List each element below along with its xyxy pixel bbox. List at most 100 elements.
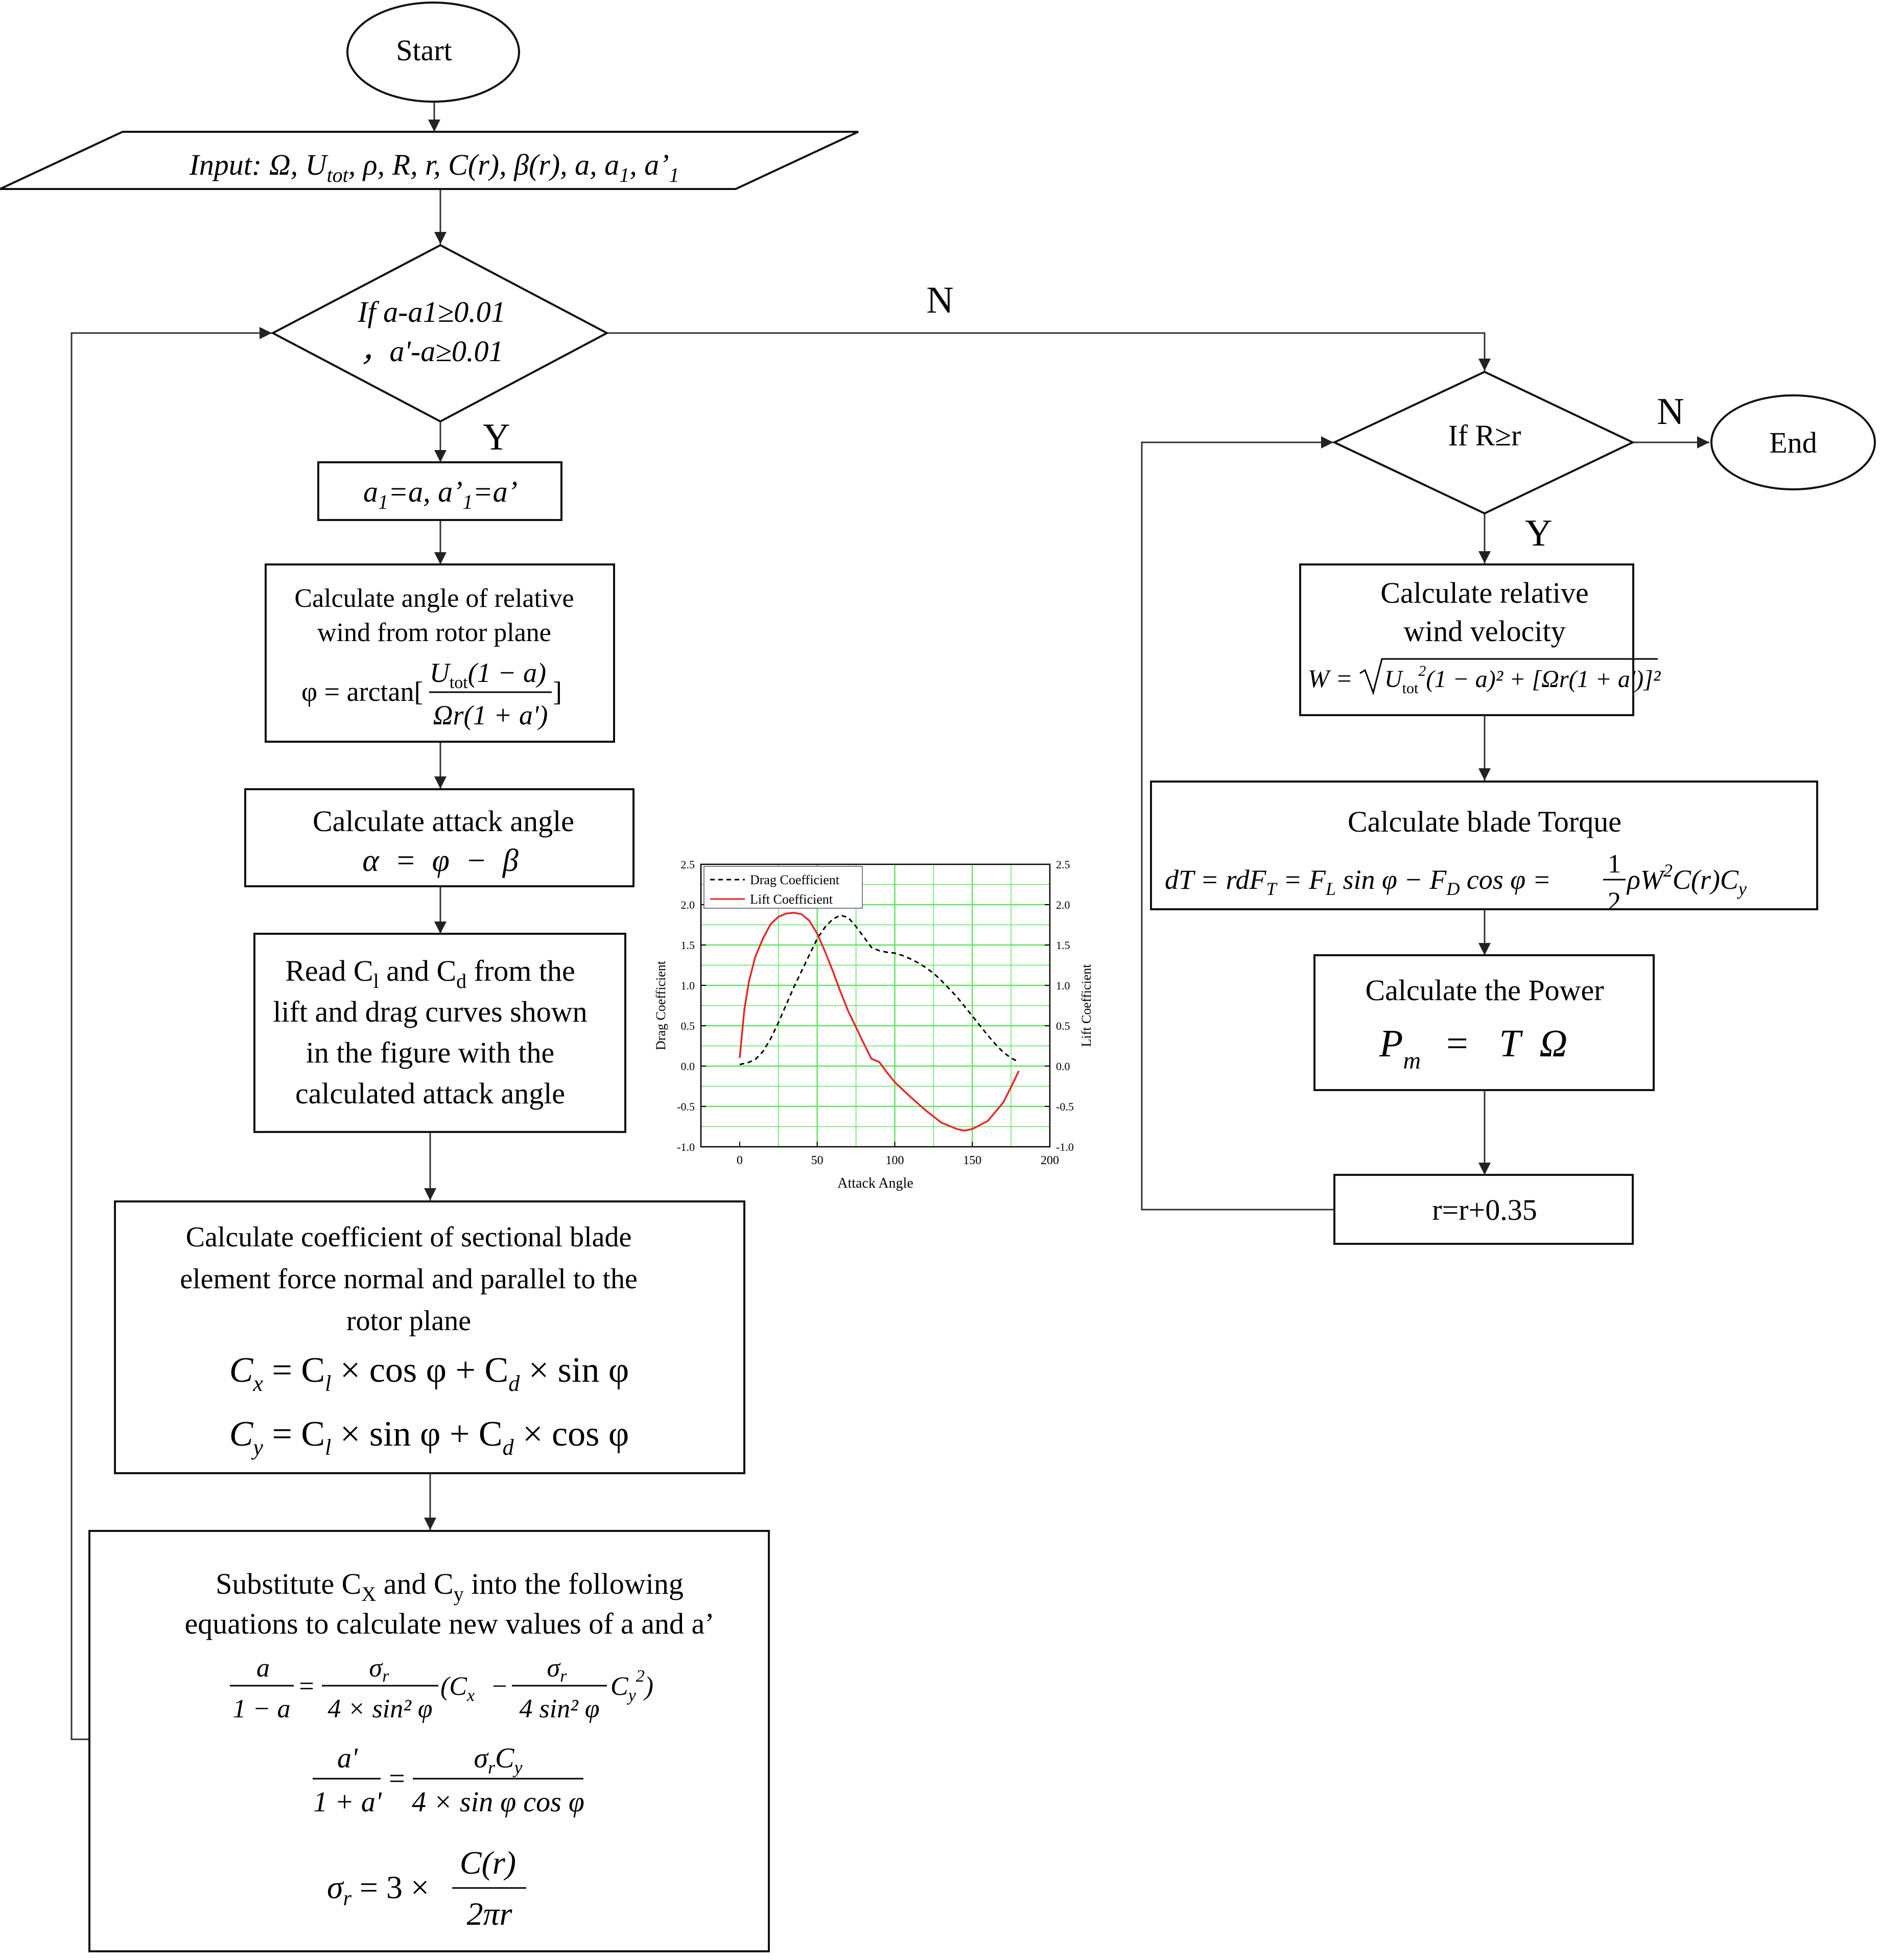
phi-box-shape	[265, 563, 615, 743]
w-formula-lhs: W =	[1308, 664, 1353, 693]
eq1-minus: −	[492, 1672, 507, 1701]
chart-legend-label: Drag Coefficient	[750, 872, 840, 887]
end-label: End	[1769, 426, 1817, 459]
power-formula: Pm= T Ω	[1379, 1022, 1567, 1074]
chart-frame	[700, 863, 1051, 1148]
sub-box-shape	[88, 1530, 770, 1952]
eq2-rhs-num: σrCy	[474, 1742, 523, 1778]
attack-formula: α = φ − β	[362, 843, 519, 878]
equation-1: a 1 − a = σr 4 × sin² φ (Cx − σr 4 sin² …	[230, 1654, 653, 1723]
torque-box-shape	[1150, 781, 1818, 910]
chart-y2-axis-label: Lift Coefficient	[1079, 964, 1094, 1047]
torque-half-den: 2	[1608, 887, 1621, 916]
chart-y-tick-label: 1.0	[681, 979, 695, 992]
equation-3: σr = 3 × C(r) 2πr	[327, 1845, 526, 1932]
attack-title: Calculate attack angle	[313, 805, 574, 838]
increment-box-shape	[1333, 1174, 1634, 1245]
chart-series-drag-coefficient	[739, 914, 1019, 1066]
chart-y2-tick-label: 2.0	[1056, 899, 1070, 911]
decision2-yes-label: Y	[1525, 512, 1552, 554]
eq1-f1-den: 4 × sin² φ	[327, 1694, 432, 1723]
eq3-lhs: σr = 3 ×	[327, 1869, 429, 1910]
coef-line2: element force normal and parallel to the	[180, 1263, 638, 1295]
sub-line1: Substitute CX and Cy into the following	[216, 1567, 684, 1605]
input-parallelogram-shape	[0, 131, 859, 190]
eq1-tail: Cy2)	[610, 1667, 653, 1705]
decision1-no-label: N	[926, 279, 953, 321]
chart-y2-tick-label: 2.5	[1056, 858, 1070, 871]
chart-series-lift-coefficient	[739, 912, 1020, 1132]
chart-y-tick-label: 2.0	[681, 899, 695, 911]
attack-box-shape	[244, 788, 635, 887]
chart-x-tick-label: 200	[1041, 1154, 1059, 1167]
w-title-line1: Calculate relative	[1380, 576, 1588, 609]
w-title-line2: wind velocity	[1403, 615, 1565, 648]
w-formula: W = Utot2(1 − a)² + [Ωr(1 + a')]²	[1308, 658, 1661, 697]
decision1-line2: ，a'-a≥0.01	[360, 335, 503, 368]
eq2-rhs-den: 4 × sin φ cos φ	[412, 1786, 584, 1818]
w-box-shape	[1299, 563, 1634, 716]
eq1-paren-open: (Cx	[440, 1672, 475, 1705]
connectors	[70, 102, 1709, 1740]
equation-2: a' 1 + a' = σrCy 4 × sin φ cos φ	[313, 1742, 584, 1818]
eq1-lhs-num: a	[256, 1654, 270, 1683]
chart-x-tick-label: 150	[963, 1154, 981, 1167]
eq1-f2-den: 4 sin² φ	[519, 1694, 599, 1723]
chart-y2-tick-label: 1.5	[1056, 939, 1070, 952]
chart-y2-tick-label: 0.5	[1056, 1020, 1070, 1032]
start-terminal-shape	[346, 2, 520, 103]
arrow-decision1-no	[607, 332, 1491, 371]
chart-y-tick-label: 0.0	[681, 1060, 695, 1073]
decision1-yes-label: Y	[483, 416, 510, 458]
eq1-f1-num: σr	[369, 1654, 390, 1686]
chart-y-tick-label: 2.5	[681, 858, 695, 871]
coef-line3: rotor plane	[346, 1305, 471, 1337]
eq2-lhs-den: 1 + a'	[313, 1786, 382, 1818]
assign-label: a1=a, a’1=a’	[363, 475, 518, 513]
w-formula-body: Utot2(1 − a)² + [Ωr(1 + a')]²	[1384, 663, 1661, 697]
eq2-lhs-num: a'	[337, 1742, 358, 1774]
chart-x-tick-label: 50	[811, 1154, 824, 1167]
coef-line1: Calculate coefficient of sectional blade	[186, 1221, 632, 1253]
chart-y2-tick-label: 0.0	[1056, 1060, 1070, 1073]
phi-formula: φ = arctan[ Utot(1 − a) Ωr(1 + a') ]	[301, 657, 562, 730]
end-terminal-shape	[1710, 394, 1876, 490]
decision2-diamond-shape	[1332, 370, 1635, 515]
read-line3: in the figure with the	[306, 1036, 554, 1069]
chart-y-axis-label: Drag Coefficient	[653, 960, 668, 1050]
read-line4: calculated attack angle	[295, 1077, 565, 1110]
eq2-equals: =	[389, 1763, 405, 1794]
read-line1: Read Cl and Cd from the	[285, 954, 575, 993]
read-line2: lift and drag curves shown	[273, 995, 587, 1028]
torque-formula-tail: ρW2C(r)Cy	[1626, 860, 1747, 899]
sub-line2: equations to calculate new values of a a…	[184, 1607, 714, 1640]
loop-back-to-decision1	[70, 327, 272, 1740]
eq1-lhs-den: 1 − a	[232, 1694, 290, 1723]
chart-y-tick-label: 0.5	[681, 1020, 695, 1032]
chart-y2-tick-label: -1.0	[1056, 1141, 1074, 1153]
chart-x-tick-label: 100	[885, 1154, 904, 1167]
eq3-num: C(r)	[460, 1845, 516, 1881]
power-title: Calculate the Power	[1365, 974, 1604, 1007]
start-label: Start	[396, 34, 452, 67]
torque-half-num: 1	[1608, 849, 1621, 879]
w-sqrt-sign	[1359, 658, 1658, 696]
coef-cy-formula: Cy = Cl × sin φ + Cd × cos φ	[229, 1414, 629, 1460]
decision1-diamond-shape	[270, 244, 609, 423]
chart-x-tick-label: 0	[737, 1154, 743, 1167]
read-box-shape	[253, 933, 626, 1133]
increment-label: r=r+0.35	[1432, 1193, 1537, 1226]
power-box-shape	[1313, 954, 1655, 1091]
chart-y-tick-label: -0.5	[677, 1100, 695, 1113]
phi-denominator: Ωr(1 + a')	[433, 700, 548, 730]
decision1-line1: If a-a1≥0.01	[357, 295, 506, 328]
phi-title-line2: wind from rotor plane	[317, 618, 551, 647]
coef-box-shape	[114, 1200, 745, 1474]
chart-y-tick-label: 1.5	[681, 939, 695, 952]
loop-back-to-decision2	[1141, 436, 1334, 1211]
eq1-f2-num: σr	[547, 1654, 568, 1686]
phi-right-bracket: ]	[553, 676, 562, 707]
chart-y2-tick-label: -0.5	[1056, 1100, 1074, 1113]
